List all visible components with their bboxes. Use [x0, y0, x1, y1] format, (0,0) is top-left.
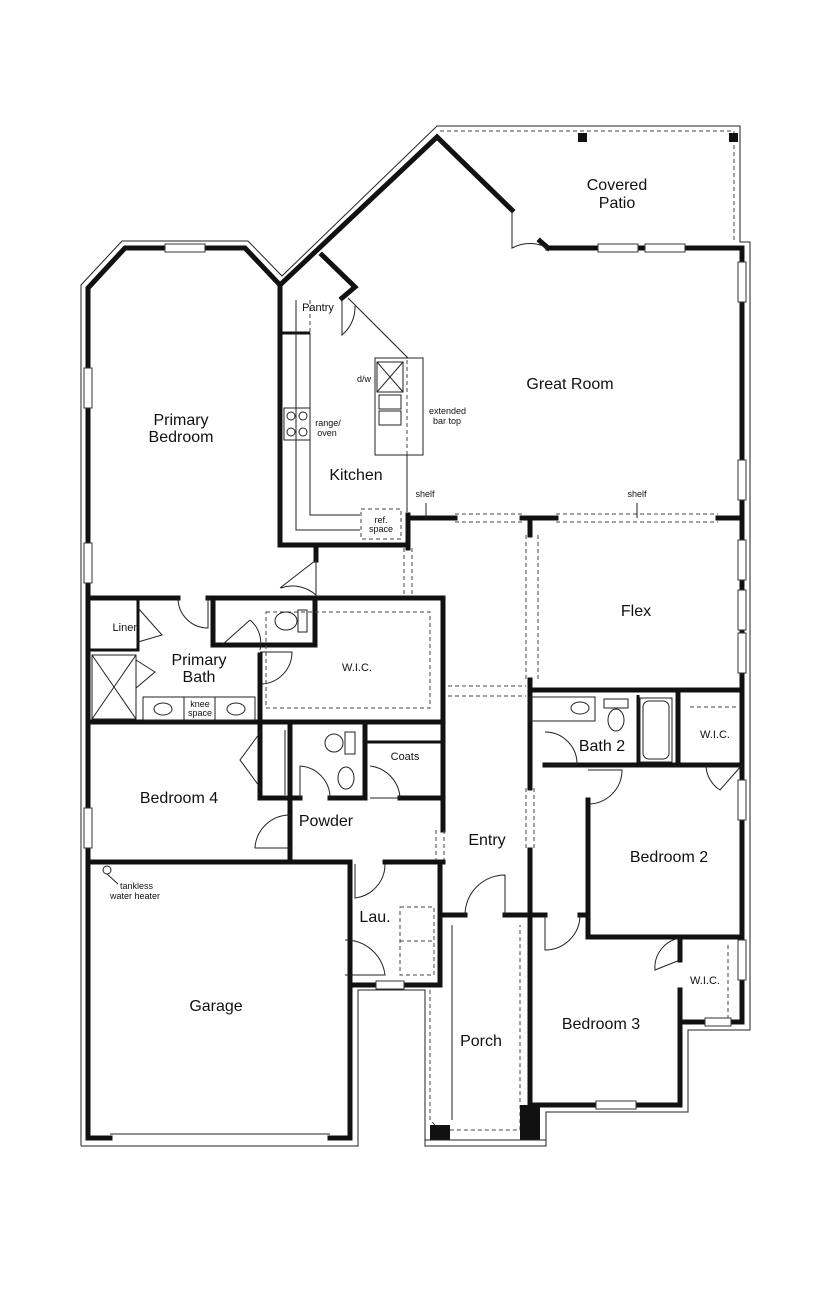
- label-kitchen: Kitchen: [329, 467, 382, 484]
- dashed-details: [91, 297, 738, 1141]
- label-range-oven: range/: [315, 418, 341, 428]
- label-bedroom-2: Bedroom 2: [630, 849, 708, 866]
- label-linen: Linen: [113, 622, 140, 634]
- annotations: d/w extended bar top range/ oven ref. sp…: [109, 374, 647, 901]
- label-knee-space: knee: [190, 699, 210, 709]
- windows: [83, 243, 747, 1135]
- label-powder: Powder: [299, 813, 354, 830]
- label-garage: Garage: [189, 998, 242, 1015]
- doors: [135, 210, 743, 976]
- interior-walls: [85, 251, 745, 1108]
- label-flex: Flex: [621, 603, 651, 620]
- room-labels: Covered Patio Pantry Kitchen Great Room …: [113, 177, 730, 1050]
- label-covered-patio: Covered: [587, 177, 647, 194]
- label-bar-top-2: bar top: [433, 416, 461, 426]
- label-primary-bath: Primary: [171, 652, 226, 669]
- label-primary-bath-2: Bath: [183, 669, 216, 686]
- outer-outline: [80, 125, 751, 1147]
- label-primary-bedroom-2: Bedroom: [149, 429, 214, 446]
- label-primary-bedroom: Primary: [153, 412, 208, 429]
- covered-patio: [440, 130, 738, 242]
- label-covered-patio-2: Patio: [599, 195, 636, 212]
- label-coats: Coats: [391, 751, 420, 763]
- label-water-heater: tankless: [120, 881, 154, 891]
- exterior-walls: [85, 133, 745, 1141]
- label-shelf-left: shelf: [415, 489, 435, 499]
- label-dishwasher: d/w: [357, 374, 372, 384]
- label-knee-space-2: space: [188, 708, 212, 718]
- label-water-heater-2: water heater: [109, 891, 160, 901]
- label-wic-bedroom3: W.I.C.: [690, 975, 720, 987]
- label-entry: Entry: [468, 832, 505, 849]
- label-bedroom-4: Bedroom 4: [140, 790, 218, 807]
- label-wic-primary: W.I.C.: [342, 662, 372, 674]
- label-range-oven-2: oven: [317, 428, 337, 438]
- label-bar-top: extended: [429, 406, 466, 416]
- label-laundry: Lau.: [359, 909, 390, 926]
- label-pantry: Pantry: [302, 302, 334, 314]
- label-shelf-right: shelf: [627, 489, 647, 499]
- label-ref-space: ref.: [374, 515, 387, 525]
- label-ref-space-2: space: [369, 524, 393, 534]
- label-porch: Porch: [460, 1033, 502, 1050]
- label-great-room: Great Room: [526, 376, 613, 393]
- label-bedroom-3: Bedroom 3: [562, 1016, 640, 1033]
- label-wic-bath2: W.I.C.: [700, 729, 730, 741]
- label-bath-2: Bath 2: [579, 738, 625, 755]
